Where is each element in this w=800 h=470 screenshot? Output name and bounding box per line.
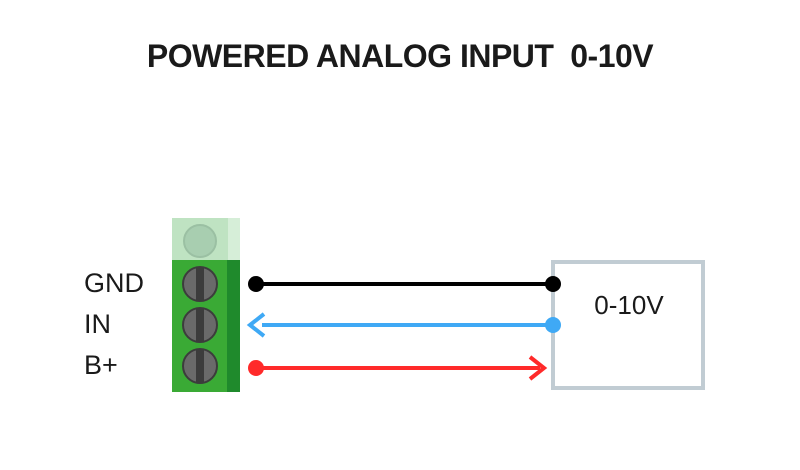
terminal-block-side (227, 260, 240, 392)
arrow-left-icon (246, 312, 266, 338)
terminal-block-faded-section (172, 218, 240, 260)
device-box (551, 260, 705, 390)
pin-label-in: IN (84, 309, 111, 339)
terminal-screw-gnd (182, 266, 218, 302)
wire-bplus (248, 355, 548, 381)
terminal-screw-bplus (182, 348, 218, 384)
pin-label-gnd: GND (84, 268, 144, 298)
terminal-screw-in (182, 307, 218, 343)
diagram-title: POWERED ANALOG INPUT 0-10V (146, 38, 654, 74)
terminal-block (172, 260, 240, 392)
pin-label-bplus: B+ (84, 350, 118, 380)
wire-gnd (248, 276, 561, 292)
arrow-right-icon (528, 355, 548, 381)
wire-in (246, 312, 561, 338)
device-label: 0-10V (594, 290, 664, 320)
